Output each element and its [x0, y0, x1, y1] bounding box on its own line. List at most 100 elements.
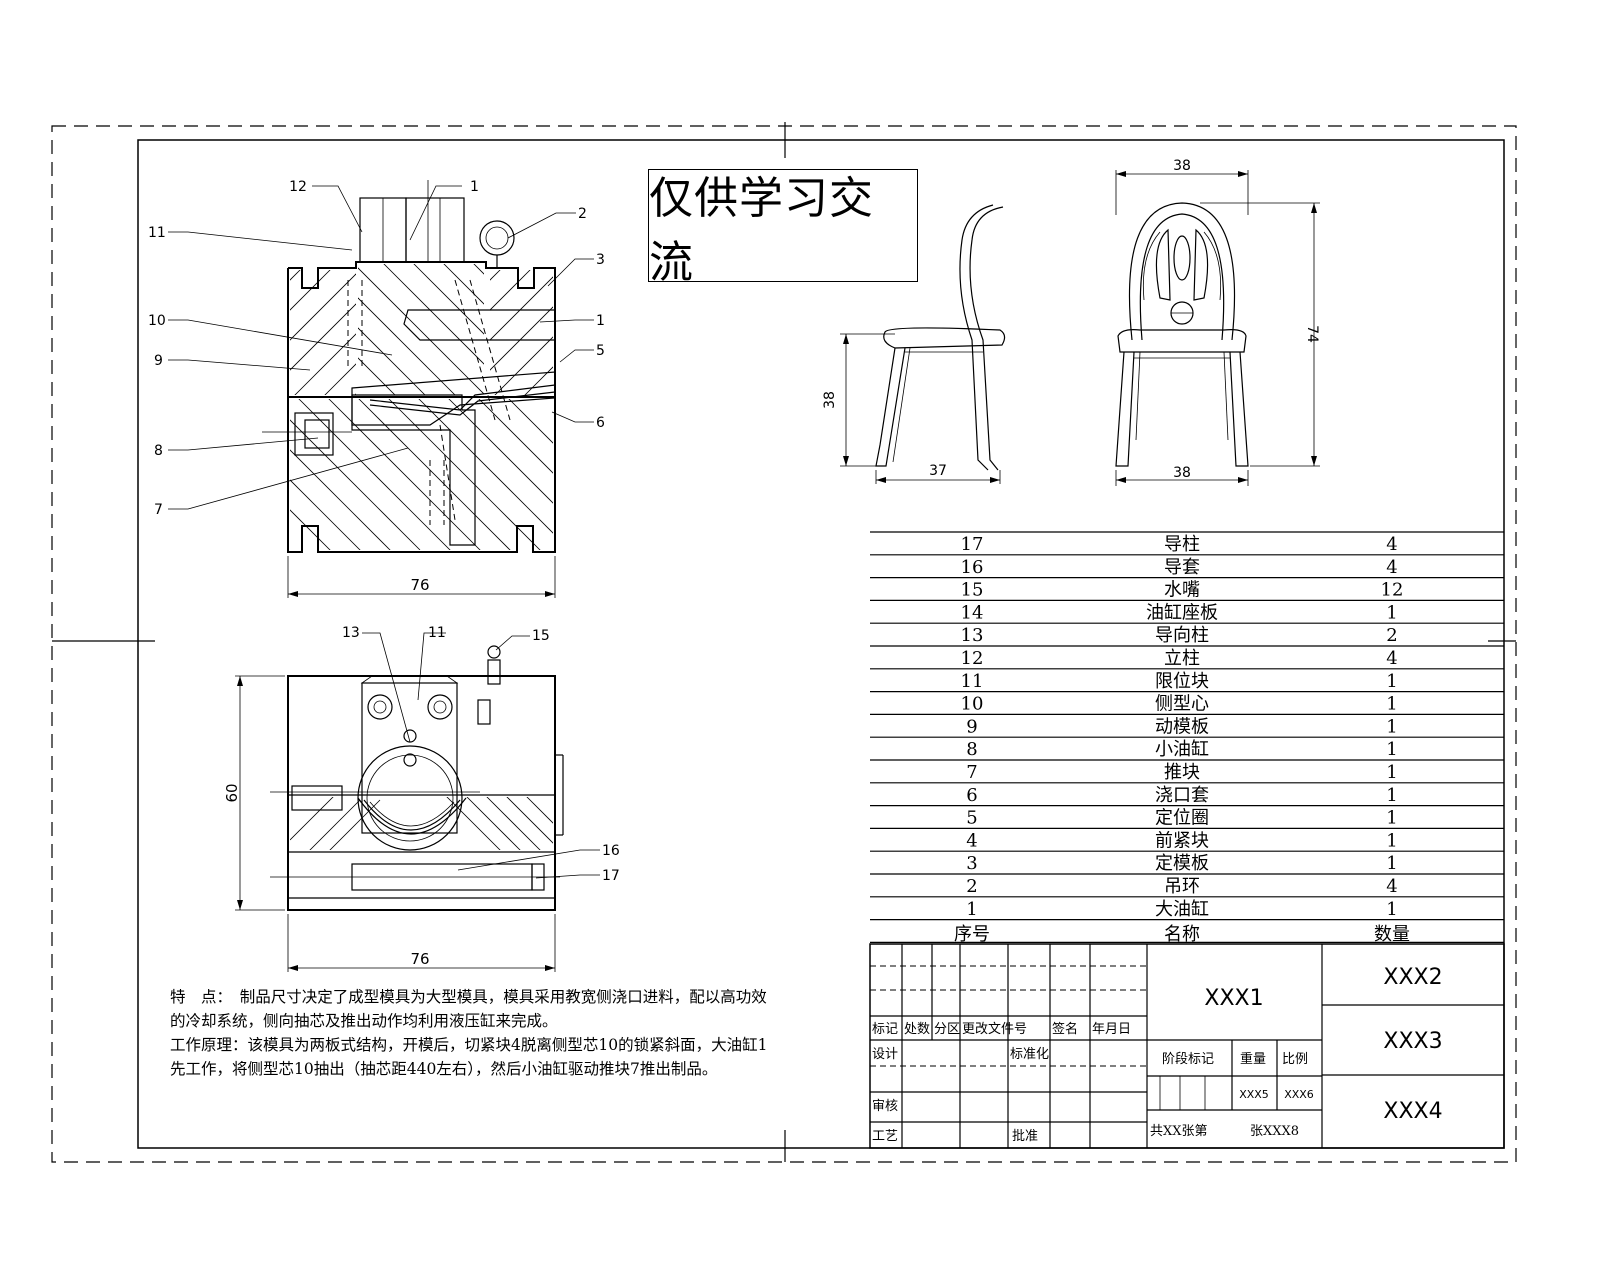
parts-cell-no: 7: [966, 762, 977, 783]
tb-process: 工艺: [872, 1129, 898, 1144]
tb-code2: XXX3: [1383, 1029, 1442, 1054]
dim-chair-front-bottom: 38: [1173, 465, 1191, 481]
parts-cell-name: 油缸座板: [1146, 601, 1218, 623]
tb-approve: 批准: [1012, 1129, 1038, 1144]
parts-cell-no: 16: [961, 557, 984, 578]
dim-chair-front-height: 74: [1304, 325, 1320, 343]
parts-cell-qty: 1: [1386, 830, 1397, 851]
header-no: 序号: [954, 924, 990, 945]
balloon: 8: [154, 443, 163, 459]
parts-cell-name: 限位块: [1155, 671, 1209, 692]
parts-cell-qty: 1: [1386, 899, 1397, 920]
parts-cell-name: 立柱: [1164, 648, 1200, 669]
features-note: 特 点： 制品尺寸决定了成型模具为大型模具，模具采用教宽侧浇口进料，配以高功效的…: [170, 988, 767, 1030]
balloon: 7: [154, 502, 163, 518]
parts-cell-qty: 1: [1386, 671, 1397, 692]
parts-cell-qty: 1: [1386, 602, 1397, 623]
outer-frame: [51, 125, 1517, 1163]
parts-cell-no: 13: [961, 625, 984, 646]
balloon: 12: [289, 179, 307, 195]
parts-cell-name: 浇口套: [1155, 785, 1209, 806]
tb-design: 设计: [872, 1047, 898, 1062]
tb-scale: 比例: [1282, 1052, 1308, 1067]
balloon: 10: [148, 313, 166, 329]
balloon: 3: [596, 252, 605, 268]
parts-cell-qty: 4: [1386, 534, 1397, 555]
parts-cell-qty: 4: [1386, 557, 1397, 578]
tb-scale-val: XXX6: [1284, 1088, 1314, 1101]
parts-cell-name: 导套: [1164, 557, 1200, 578]
parts-cell-qty: 2: [1386, 625, 1397, 646]
tb-mark: 标记: [872, 1022, 898, 1037]
parts-cell-name: 定模板: [1155, 853, 1209, 874]
parts-cell-no: 3: [966, 853, 977, 874]
parts-cell-no: 12: [961, 648, 984, 669]
notes: 特 点： 制品尺寸决定了成型模具为大型模具，模具采用教宽侧浇口进料，配以高功效的…: [170, 985, 770, 1081]
tb-count: 处数: [904, 1022, 930, 1037]
parts-cell-qty: 1: [1386, 808, 1397, 829]
inner-border: [137, 139, 1505, 1149]
leaders-bottom: [362, 632, 600, 879]
mold-top-view: [262, 180, 556, 598]
parts-cell-name: 小油缸: [1155, 738, 1209, 760]
mold-bottom-view: [235, 645, 564, 972]
parts-cell-no: 9: [966, 716, 977, 737]
parts-cell-qty: 1: [1386, 739, 1397, 760]
parts-cell-name: 侧型心: [1155, 694, 1209, 715]
dim-chair-side-height: 38: [822, 391, 838, 409]
title-block-grid: [869, 943, 1505, 1149]
balloon: 6: [596, 415, 605, 431]
balloon: 15: [532, 628, 550, 644]
parts-cell-qty: 12: [1381, 580, 1404, 601]
parts-cell-qty: 1: [1386, 694, 1397, 715]
tb-sign: 签名: [1052, 1021, 1078, 1037]
balloons-top: 12 1 2 3 11 1 10 5 9 6 8 7: [148, 179, 605, 518]
parts-cell-no: 6: [966, 785, 977, 806]
tb-change-doc: 更改文件号: [962, 1022, 1027, 1037]
parts-cell-qty: 4: [1386, 876, 1397, 897]
chair-side-view: [840, 204, 1006, 484]
principle-note: 工作原理：该模具为两板式结构，开模后，切紧块4脱离侧型芯10的锁紧斜面，大油缸1…: [170, 1036, 768, 1078]
dim-bottom-height: 60: [223, 783, 241, 802]
header-name: 名称: [1164, 924, 1200, 945]
balloon: 11: [148, 225, 166, 241]
tb-stage: 阶段标记: [1162, 1052, 1214, 1067]
parts-cell-name: 导柱: [1164, 534, 1200, 555]
tb-code1: XXX2: [1383, 965, 1442, 990]
parts-cell-no: 10: [961, 694, 984, 715]
tb-weight: 重量: [1240, 1051, 1266, 1067]
parts-cell-no: 8: [966, 739, 977, 760]
parts-cell-no: 2: [966, 876, 977, 897]
parts-cell-no: 14: [961, 602, 984, 623]
title-block-codes: XXX1 XXX2 XXX3 XXX4 XXX5 XXX6: [1204, 965, 1442, 1124]
parts-cell-qty: 4: [1386, 648, 1397, 669]
parts-cell-no: 4: [966, 830, 977, 851]
title-block: 标记 处数 分区 更改文件号 签名 年月日 设计 标准化 阶段标记 重量 比例 …: [872, 1021, 1308, 1144]
parts-cell-no: 1: [966, 899, 977, 920]
tb-date: 年月日: [1092, 1022, 1131, 1037]
balloon: 9: [154, 353, 163, 369]
dim-top-width: 76: [410, 576, 429, 594]
tb-name: XXX1: [1204, 986, 1263, 1011]
dim-bottom-width: 76: [410, 950, 429, 968]
parts-cell-name: 动模板: [1155, 716, 1209, 737]
tb-standard: 标准化: [1010, 1047, 1049, 1062]
balloon: 16: [602, 843, 620, 859]
parts-cell-name: 导向柱: [1155, 625, 1209, 646]
header-qty: 数量: [1374, 924, 1410, 945]
parts-cell-name: 前紧块: [1155, 830, 1209, 851]
parts-cell-no: 5: [966, 808, 977, 829]
parts-cell-name: 推块: [1164, 762, 1200, 783]
parts-table-grid: [870, 531, 1504, 944]
tb-sheets: 共XX张第: [1150, 1124, 1208, 1139]
parts-cell-no: 15: [961, 580, 984, 601]
balloon: 5: [596, 343, 605, 359]
tb-review: 审核: [872, 1099, 898, 1114]
dim-chair-front-top: 38: [1173, 158, 1191, 174]
tb-weight-val: XXX5: [1239, 1088, 1269, 1101]
parts-cell-qty: 1: [1386, 785, 1397, 806]
balloons-bottom: 13 11 15 16 17: [342, 625, 620, 884]
tb-code3: XXX4: [1383, 1099, 1442, 1124]
